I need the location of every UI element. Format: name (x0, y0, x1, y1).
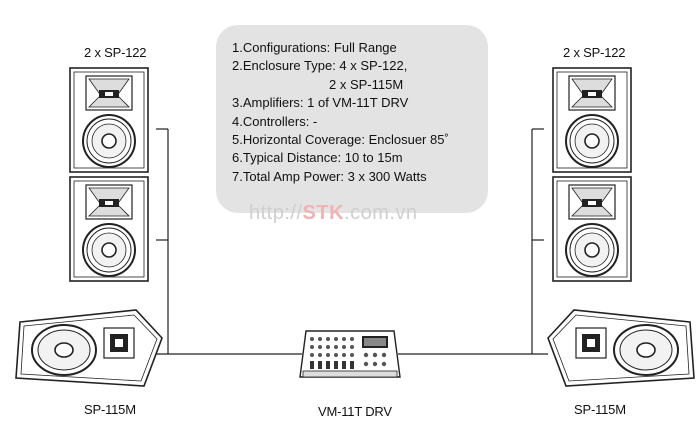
watermark-suffix: .com.vn (344, 202, 418, 224)
speaker-sp122-left-bottom (69, 176, 149, 282)
spec-line: 5.Horizontal Coverage: Enclosuer 85˚ (232, 132, 449, 148)
specs-panel (216, 25, 488, 213)
mixer-amplifier (299, 330, 401, 378)
monitor-sp115m-left (15, 309, 163, 387)
spec-line: 3.Amplifiers: 1 of VM-11T DRV (232, 95, 409, 111)
label-right-top: 2 x SP-122 (563, 45, 626, 60)
watermark: http://STK.com.vn (249, 202, 418, 225)
label-left-bottom: SP-115M (84, 402, 136, 417)
speaker-sp122-left-top (69, 67, 149, 173)
speaker-sp122-right-top (552, 67, 632, 173)
monitor-sp115m-right (547, 309, 695, 387)
spec-line: 1.Configurations: Full Range (232, 40, 397, 55)
spec-line: 2 x SP-115M (329, 76, 404, 92)
label-center-bottom: VM-11T DRV (318, 404, 392, 419)
watermark-brand: STK (302, 202, 345, 224)
speaker-sp122-right-bottom (552, 176, 632, 282)
spec-line: 6.Typical Distance: 10 to 15m (232, 150, 403, 166)
label-right-bottom: SP-115M (574, 402, 626, 417)
label-left-top: 2 x SP-122 (84, 45, 147, 60)
spec-line: 7.Total Amp Power: 3 x 300 Watts (232, 168, 427, 184)
spec-line: 2.Enclosure Type: 4 x SP-122, (232, 58, 408, 74)
specs-list: 1.Configurations: Full Range 2.Enclosure… (232, 39, 449, 186)
watermark-prefix: http:// (249, 202, 303, 224)
spec-line: 4.Controllers: - (232, 113, 318, 129)
cable-lines (155, 128, 548, 355)
